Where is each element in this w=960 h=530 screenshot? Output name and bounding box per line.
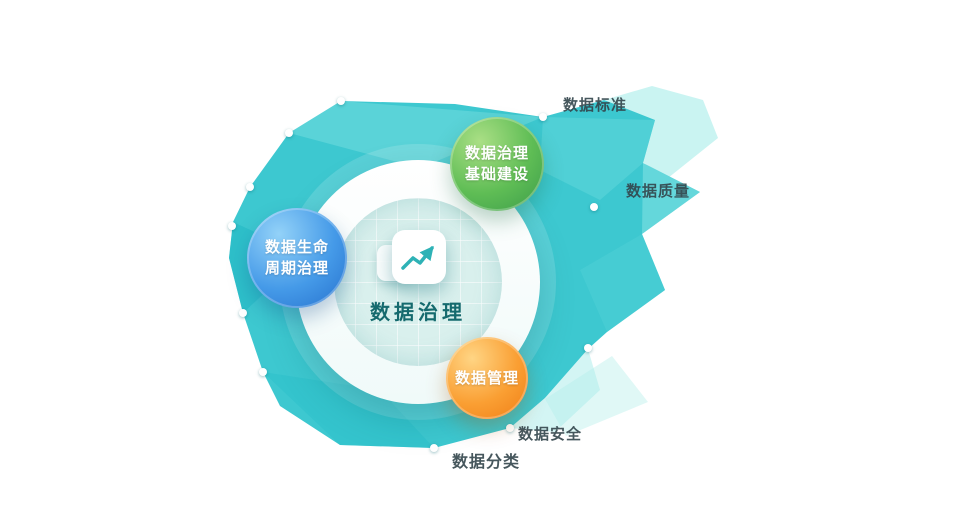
blob-facet [263,372,434,448]
peripheral-label: 数据质量 [626,182,691,200]
blob-facet [580,234,665,332]
badge-data-lifecycle-governance: 数据生命 周期治理 [247,208,347,308]
edge-dot [259,368,267,376]
blob-facet [540,117,655,200]
line-chart-icon [401,245,434,270]
edge-dot [590,203,598,211]
edge-dot [337,97,345,105]
center-label: 数据治理 [370,300,466,324]
data-governance-icon [392,230,446,284]
edge-dot [239,309,247,317]
badge-label-line: 数据治理 [464,144,529,162]
edge-dot [430,444,438,452]
peripheral-label: 数据安全 [518,425,583,443]
blob-facet [510,349,600,432]
edge-dot [506,424,514,432]
badge-label-line: 数据管理 [454,368,519,387]
badge-label-line: 基础建设 [464,165,529,183]
badge-data-governance-infrastructure: 数据治理 基础建设 [450,117,544,211]
blob-facet [642,163,700,234]
edge-dot [539,113,547,121]
edge-dot [246,183,254,191]
badge-data-management: 数据管理 [446,337,528,419]
badge-label-line: 周期治理 [264,259,329,277]
peripheral-label: 数据分类 [452,452,521,471]
blob-facet [289,101,543,168]
peripheral-label: 数据标准 [563,96,628,114]
badge-label-line: 数据生命 [264,238,329,256]
edge-dot [584,344,592,352]
edge-dot [228,222,236,230]
edge-dot [285,129,293,137]
